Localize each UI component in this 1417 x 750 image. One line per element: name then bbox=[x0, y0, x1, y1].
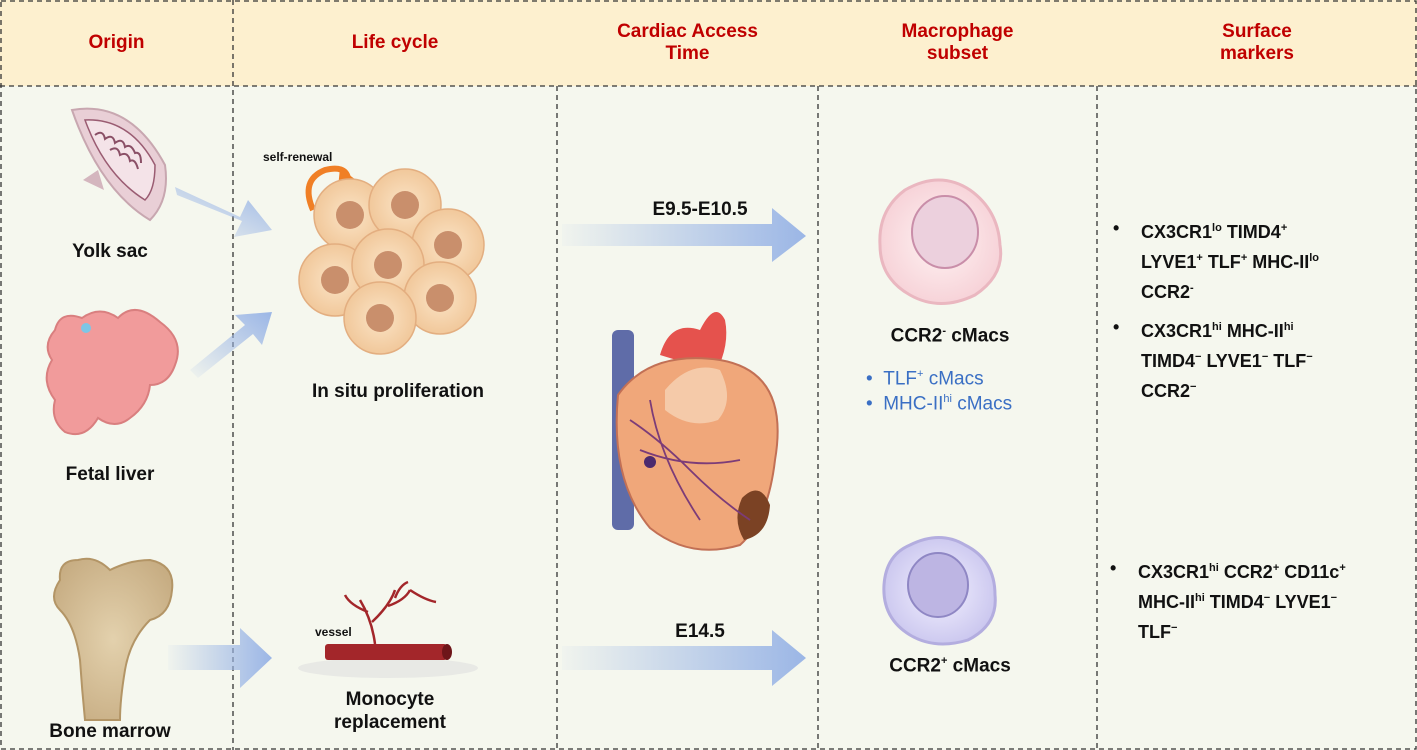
header-life-cycle: Life cycle bbox=[351, 32, 439, 53]
fetal-liver-icon bbox=[45, 309, 179, 436]
label-bone-marrow: Bone marrow bbox=[49, 721, 171, 742]
label-ccr2-positive-cmacs: CCR2+ cMacs bbox=[889, 655, 1011, 677]
yolk-sac-icon bbox=[70, 107, 167, 222]
ccr2-negative-macrophage-icon bbox=[878, 178, 1003, 305]
label-e9-5-e10-5: E9.5-E10.5 bbox=[652, 199, 748, 220]
label-in-situ-proliferation: In situ proliferation bbox=[311, 381, 485, 402]
marker-group-3: • CX3CR1hi CCR2+ CD11c+ MHC-IIhi TIMD4− … bbox=[1110, 558, 1346, 642]
label-self-renewal: self-renewal bbox=[263, 150, 333, 164]
label-e14-5: E14.5 bbox=[675, 621, 725, 642]
header-band bbox=[0, 0, 1417, 86]
label-yolk-sac: Yolk sac bbox=[72, 241, 148, 262]
label-vessel: vessel bbox=[315, 625, 352, 639]
cell-cluster-icon bbox=[298, 168, 485, 355]
vessel-icon bbox=[298, 580, 478, 678]
access-time-arrows bbox=[562, 208, 806, 686]
marker-group-1: • CX3CR1lo TIMD4+ LYVE1+ TLF+ MHC-IIlo C… bbox=[1113, 218, 1320, 302]
header-origin: Origin bbox=[88, 32, 145, 53]
subset-mhc-ii-cmacs: • MHC-IIhi cMacs bbox=[866, 393, 1013, 415]
label-fetal-liver: Fetal liver bbox=[65, 464, 155, 485]
heart-icon bbox=[612, 312, 779, 551]
bone-marrow-icon bbox=[53, 557, 174, 721]
marker-group-2: • CX3CR1hi MHC-IIhi TIMD4− LYVE1− TLF− C… bbox=[1113, 317, 1313, 401]
subset-tlf-cmacs: • TLF+ cMacs bbox=[866, 368, 984, 390]
origin-arrows bbox=[168, 187, 272, 688]
label-ccr2-negative-cmacs: CCR2- cMacs bbox=[890, 325, 1010, 347]
ccr2-positive-macrophage-icon bbox=[882, 536, 997, 646]
